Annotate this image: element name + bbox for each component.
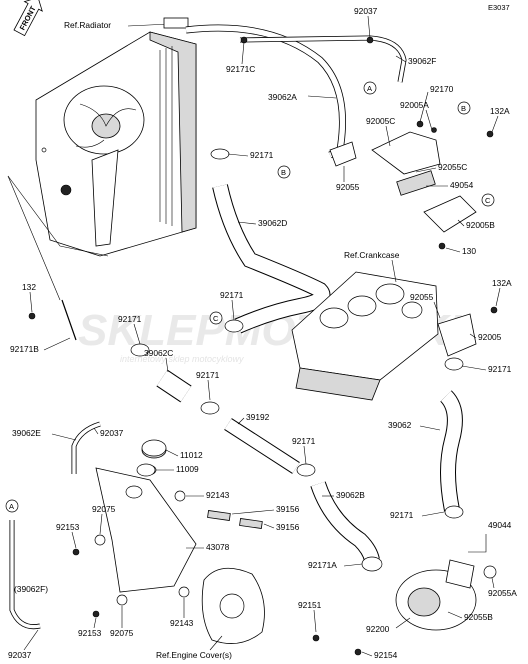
label-132: 132 [22,282,36,292]
radiator-assembly [35,31,197,257]
label-92171a: 92171A [308,560,337,570]
pipe-39192 [224,418,300,474]
hose-39062d [213,184,330,333]
hose-39062 [440,391,462,512]
label-92075-top: 92075 [92,504,116,514]
pad-39156-b [239,518,263,529]
label-92055b: 92055B [464,612,493,622]
hose-39062f-overflow [10,520,41,629]
label-39156-a: 39156 [276,504,300,514]
label-92171-mid1: 92171 [220,290,244,300]
reserve-tank-cap-11012 [141,439,167,457]
radiator-ref-line-2 [7,175,61,301]
label-92153-a: 92153 [56,522,80,532]
label-92005c: 92005C [366,116,395,126]
label-92171b: 92171B [10,344,39,354]
hose-39062a [185,25,346,158]
label-92005b: 92005B [466,220,495,230]
label-92171-low: 92171 [390,510,414,520]
hose-39062e [72,422,101,474]
label-92171-top: 92171 [250,150,274,160]
svg-text:A: A [367,84,372,93]
label-92153-b: 92153 [78,628,102,638]
callout-c-left[interactable]: C [209,311,223,325]
label-39062d: 39062D [258,218,287,228]
hose-39062a-outline [185,24,346,159]
label-39062f: 39062F [408,56,436,66]
hose-39062f-overflow-outline [9,520,41,630]
cylinder-block [291,271,439,401]
callout-a-top[interactable]: A [363,81,377,95]
thermostat-housing [371,120,477,233]
label-92055-mid: 92055 [336,182,360,192]
ref-radiator-label: Ref.Radiator [64,20,111,30]
radiator-ref-line [7,175,109,257]
label-92143-bot: 92143 [170,618,194,628]
callout-a-left[interactable]: A [5,499,19,513]
engine-cover-outline [201,567,265,644]
svg-text:B: B [281,168,286,177]
label-92143-top: 92143 [206,490,230,500]
hose-39062c [157,370,191,402]
callout-b-mid[interactable]: B [277,165,291,179]
radiator-filler-neck [163,17,189,29]
label-92200: 92200 [366,624,390,634]
label-92171-mid2: 92171 [196,370,220,380]
water-outlet-fitting [437,313,477,357]
label-132a-top: 132A [490,106,510,116]
label-39062a: 39062A [268,92,297,102]
front-direction-arrow: FRONT [13,0,43,37]
water-pump-assembly [395,559,497,631]
label-92171-center: 92171 [292,436,316,446]
label-92005a: 92005A [400,100,429,110]
pad-39156-a [207,510,231,521]
label-39062c: 39062C [144,348,173,358]
label-92037-mid: 92037 [100,428,124,438]
label-92154: 92154 [374,650,398,660]
label-92170: 92170 [430,84,454,94]
svg-text:B: B [461,104,466,113]
label-39156-b: 39156 [276,522,300,532]
label-39192: 39192 [246,412,270,422]
label-92037-top: 92037 [354,6,378,16]
label-92075-bot: 92075 [110,628,134,638]
gasket-92055 [329,141,357,167]
label-39062e: 39062E [12,428,41,438]
label-132a-right: 132A [492,278,512,288]
label-43078: 43078 [206,542,230,552]
svg-text:A: A [9,502,14,511]
label-92037-bot: 92037 [8,650,32,660]
ref-crankcase-label: Ref.Crankcase [344,250,400,260]
callout-b-top[interactable]: B [457,101,471,115]
callout-c-right[interactable]: C [481,193,495,207]
label-92171c: 92171C [226,64,255,74]
label-130: 130 [462,246,476,256]
label-39062f-paren: (39062F) [14,584,48,594]
label-92055-right: 92055 [410,292,434,302]
label-92055c: 92055C [438,162,467,172]
label-11012: 11012 [180,450,203,460]
label-11009: 11009 [176,464,199,474]
hose-clamps [130,36,464,572]
hose-39062b [311,481,379,562]
fasteners [28,127,498,656]
diagram-code: E3037 [488,3,510,12]
label-92171-right: 92171 [488,364,512,374]
label-92005: 92005 [478,332,502,342]
label-49044: 49044 [488,520,512,530]
ref-engine-cover-label: Ref.Engine Cover(s) [156,650,232,660]
svg-text:C: C [213,314,219,323]
label-39062: 39062 [388,420,412,430]
watermark-subtext: internetowy sklep motocyklowy [120,354,244,364]
label-39062b: 39062B [336,490,365,500]
svg-text:C: C [485,196,491,205]
label-92055a: 92055A [488,588,517,598]
label-49054: 49054 [450,180,474,190]
o-ring-11009 [136,463,156,477]
label-92151: 92151 [298,600,322,610]
label-92171-left1: 92171 [118,314,142,324]
